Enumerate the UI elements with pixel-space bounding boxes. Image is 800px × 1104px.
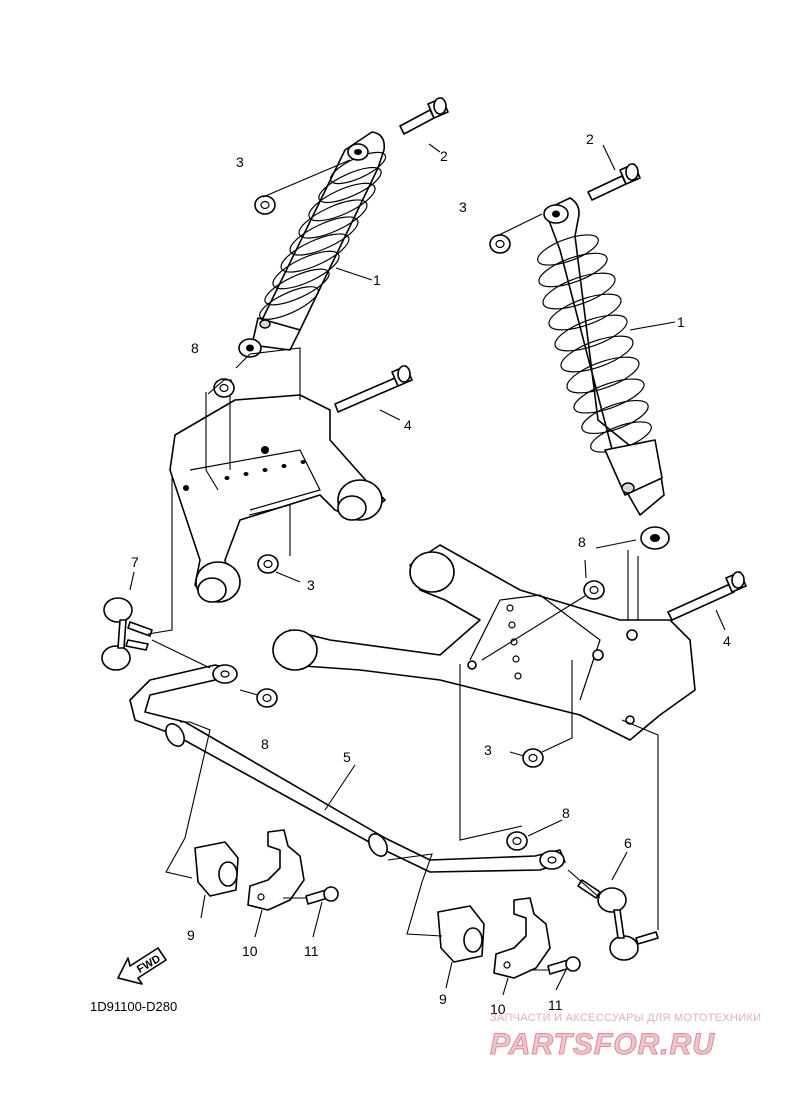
diagram-code: 1D91100-D280 (90, 999, 177, 1014)
callout-3: 3 (307, 577, 315, 593)
nut-8-stabilizer-left (256, 688, 278, 708)
bolt-11-left (305, 886, 339, 905)
watermark-tagline: ЗАПЧАСТИ И АКСЕССУАРЫ ДЛЯ МОТОТЕХНИКИ (490, 1012, 761, 1024)
callout-9: 9 (439, 991, 447, 1007)
holder-right (493, 897, 551, 979)
nut-8-right (583, 580, 605, 600)
bolt-11-right (547, 956, 581, 975)
watermark: ЗАПЧАСТИ И АКСЕССУАРЫ ДЛЯ МОТОТЕХНИКИ PA… (490, 1012, 762, 1062)
forward-arrow-icon: FWD (117, 947, 167, 985)
nut-3-lower-right (522, 748, 544, 768)
bolt-upper-left (399, 97, 449, 135)
callout-3: 3 (459, 199, 467, 215)
nut-8-stabilizer-right (506, 831, 528, 851)
callout-2: 2 (586, 131, 594, 147)
left-swing-arm (169, 394, 386, 603)
callout-2: 2 (440, 148, 448, 164)
bushing-right (437, 905, 485, 963)
callout-3: 3 (484, 742, 492, 758)
callout-10: 10 (242, 943, 258, 959)
nut-3-mid-left (257, 554, 279, 574)
holder-left (247, 829, 305, 911)
callout-9: 9 (187, 927, 195, 943)
callout-6: 6 (624, 835, 632, 851)
stabilizer-link-right (577, 879, 659, 961)
left-shock-absorber (238, 131, 387, 358)
callout-labels: 1 1 2 2 3 3 3 3 4 4 5 6 7 8 8 8 8 9 9 10… (131, 131, 731, 1017)
callout-1: 1 (677, 314, 685, 330)
watermark-logo: PARTSFOR.RU (490, 1028, 715, 1061)
bolt-long-left (334, 365, 413, 413)
callout-8: 8 (578, 534, 586, 550)
callout-5: 5 (343, 749, 351, 765)
stabilizer-link-left (101, 597, 153, 671)
right-swing-arm (272, 544, 696, 741)
callout-8: 8 (562, 805, 570, 821)
nut-8-left (213, 378, 235, 398)
fwd-label: FWD (135, 953, 163, 976)
nut-3-upper-right (489, 234, 511, 254)
stabilizer-bar (129, 664, 566, 873)
bolt-upper-right (587, 163, 641, 201)
callout-3: 3 (236, 154, 244, 170)
callout-8: 8 (191, 340, 199, 356)
callout-11: 11 (548, 997, 563, 1013)
bolt-long-right (667, 571, 747, 621)
callout-4: 4 (404, 417, 412, 433)
nut-3-upper-left (254, 195, 276, 215)
bushing-left (194, 841, 239, 897)
callout-1: 1 (373, 272, 381, 288)
callout-8: 8 (261, 736, 269, 752)
callout-7: 7 (131, 554, 139, 570)
leader-lines (129, 143, 726, 996)
callout-4: 4 (723, 633, 731, 649)
callout-11: 11 (304, 943, 319, 959)
callout-10: 10 (490, 1001, 506, 1017)
right-shock-absorber (537, 197, 670, 550)
